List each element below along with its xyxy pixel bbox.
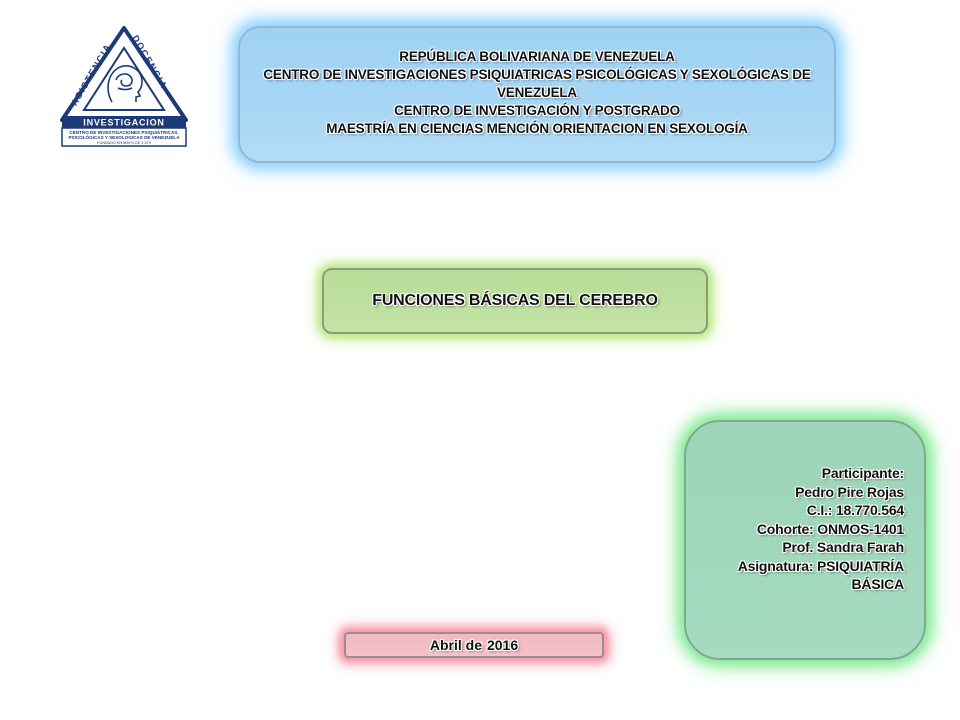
page-title: FUNCIONES BÁSICAS DEL CEREBRO <box>372 292 658 309</box>
header-line-country: REPÚBLICA BOLIVARIANA DE VENEZUELA <box>399 49 675 64</box>
participant-name: Pedro Pire Rojas <box>795 483 904 500</box>
participant-subject: Asignatura: PSIQUIATRÍA <box>737 557 904 574</box>
svg-text:PSICOLÓGICAS Y SEXOLOGICAS DE: PSICOLÓGICAS Y SEXOLOGICAS DE VENEZUELA <box>68 133 180 140</box>
institution-logo: ASISTENCIA DOCENCIA INVESTIGACION CENTRO… <box>56 24 192 148</box>
logo-icon: ASISTENCIA DOCENCIA INVESTIGACION CENTRO… <box>60 26 188 147</box>
date-year: 2016 <box>486 637 519 653</box>
svg-text:CENTRO DE INVESTIGACIONES PSIQ: CENTRO DE INVESTIGACIONES PSIQUIÁTRICAS, <box>69 129 178 135</box>
svg-text:FUNDADO EN MAYO DE 1.979: FUNDADO EN MAYO DE 1.979 <box>97 141 151 145</box>
participant-cohort: Cohorte: ONMOS-1401 <box>756 520 904 537</box>
participant-box: Participante: Pedro Pire Rojas C.I.: 18.… <box>684 420 926 660</box>
svg-text:INVESTIGACION: INVESTIGACION <box>83 118 164 128</box>
date-box: Abril de 2016 <box>344 632 604 658</box>
participant-subject-cont: BÁSICA <box>851 576 905 592</box>
header-line-center-cont: VENEZUELA <box>497 85 577 100</box>
participant-label: Participante: <box>821 465 904 481</box>
participant-id: C.I.: 18.770.564 <box>806 502 904 518</box>
header-line-center: CENTRO DE INVESTIGACIONES PSIQUIATRICAS … <box>263 67 811 82</box>
header-line-maestria: MAESTRÍA EN CIENCIAS MENCIÓN ORIENTACION… <box>326 121 748 136</box>
header-line-postgrado: CENTRO DE INVESTIGACIÓN Y POSTGRADO <box>394 103 680 118</box>
participant-professor: Prof. Sandra Farah <box>782 539 904 555</box>
date-label: Abril de <box>429 637 482 653</box>
title-box: FUNCIONES BÁSICAS DEL CEREBRO <box>322 268 708 334</box>
header-box: REPÚBLICA BOLIVARIANA DE VENEZUELA CENTR… <box>238 26 836 163</box>
